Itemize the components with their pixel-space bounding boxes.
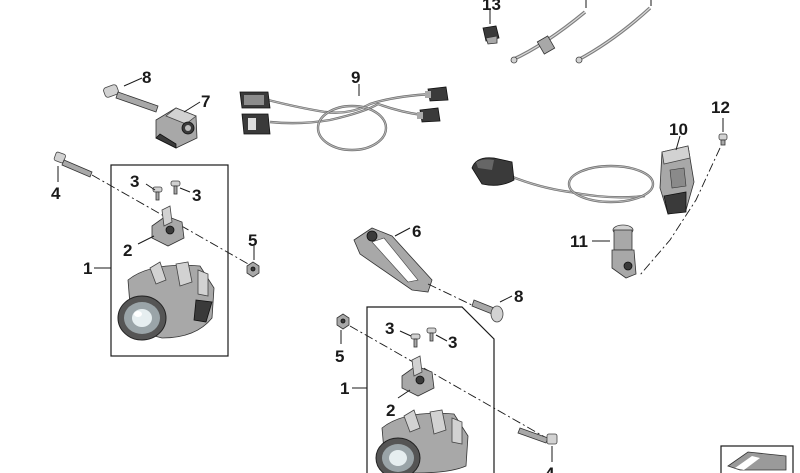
leader-3-right-b [435, 334, 448, 342]
cable-tie-left [510, 10, 587, 64]
part-4-bolt-right [517, 427, 558, 445]
part-5-nut-right [336, 313, 350, 330]
part-13-clip [482, 25, 500, 45]
fog-light-left [117, 261, 215, 341]
callout-7: 7 [201, 92, 210, 111]
part-2-bracket-left [151, 205, 185, 247]
axis-center [427, 283, 475, 307]
leader-3-left-a [145, 183, 156, 191]
callout-9: 9 [351, 68, 360, 87]
callout-8-center: 8 [514, 287, 523, 306]
leader-8-center [499, 295, 513, 303]
part-4-bolt-left [53, 151, 93, 178]
leader-8-top [123, 77, 143, 87]
axis-right [349, 325, 551, 441]
diagram-reference-symbol [720, 445, 794, 473]
leader-6 [394, 227, 411, 237]
leader-3-right-a [399, 330, 412, 337]
callout-2-right: 2 [386, 401, 395, 420]
callout-1-right: 1 [340, 379, 349, 398]
cable-tie-right [575, 6, 652, 64]
part-3-screws-left [152, 180, 181, 201]
leader-2-right [397, 389, 411, 399]
callout-3-right-b: 3 [448, 333, 457, 352]
part-7-clamp [155, 107, 198, 149]
callout-4-left: 4 [51, 184, 61, 203]
fog-light-right [375, 409, 469, 473]
part-5-nut-left [246, 261, 260, 278]
callout-10: 10 [669, 120, 688, 139]
callout-13: 13 [482, 0, 501, 14]
callout-3-right-a: 3 [385, 319, 394, 338]
callout-12: 12 [711, 98, 730, 117]
callout-2-left: 2 [123, 241, 132, 260]
part-9-harness [239, 86, 449, 152]
part-8-bolt-center [471, 299, 504, 323]
kit-box-left [110, 164, 229, 357]
part-12-screw [718, 133, 728, 146]
callout-4-right: 4 [545, 464, 555, 473]
kit-box-right [366, 306, 495, 473]
callout-5-right: 5 [335, 347, 344, 366]
axis-switch [639, 147, 721, 276]
leader-10 [675, 135, 681, 151]
callout-3-left-a: 3 [130, 172, 139, 191]
callout-5-left: 5 [248, 231, 257, 250]
part-10-switch [471, 145, 695, 215]
part-11-mount [611, 224, 637, 279]
part-8-bolt-top [103, 84, 159, 113]
leader-2-left [137, 235, 155, 245]
leader-7 [183, 101, 201, 113]
callout-8-top: 8 [142, 68, 151, 87]
callout-6: 6 [412, 222, 421, 241]
part-6-mount-arm [353, 227, 433, 293]
leader-3-left-b [179, 187, 191, 193]
callout-1-left: 1 [83, 259, 92, 278]
part-3-screws-right [410, 327, 437, 348]
part-2-bracket-right [401, 355, 435, 397]
callout-3-left-b: 3 [192, 186, 201, 205]
callout-11: 11 [570, 232, 588, 251]
